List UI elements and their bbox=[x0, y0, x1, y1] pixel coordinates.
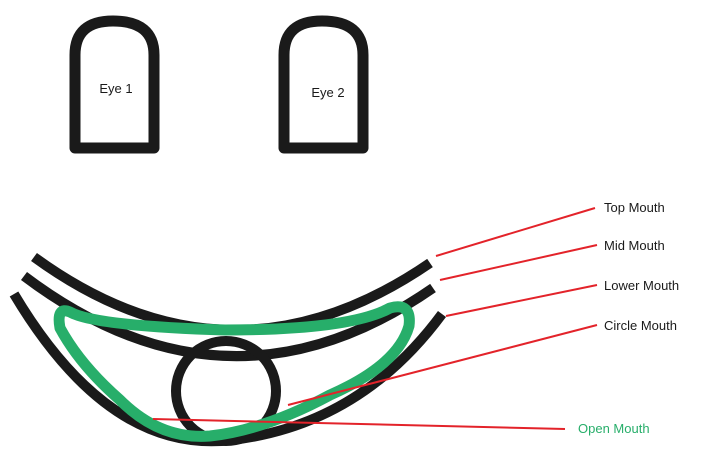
top-mouth-label: Top Mouth bbox=[604, 200, 665, 215]
mid-mouth-label: Mid Mouth bbox=[604, 238, 665, 253]
circle-mouth-label: Circle Mouth bbox=[604, 318, 677, 333]
mid-mouth-leader bbox=[440, 245, 597, 280]
eye-1: Eye 1 bbox=[75, 21, 154, 148]
lower-mouth-leader bbox=[446, 285, 597, 316]
top-mouth-leader bbox=[436, 208, 595, 256]
open-mouth-label: Open Mouth bbox=[578, 421, 650, 436]
lower-mouth-label: Lower Mouth bbox=[604, 278, 679, 293]
eye-2-label: Eye 2 bbox=[311, 85, 344, 100]
open-mouth-leader bbox=[153, 419, 565, 429]
eye-2: Eye 2 bbox=[284, 21, 363, 148]
eye-1-label: Eye 1 bbox=[99, 81, 132, 96]
